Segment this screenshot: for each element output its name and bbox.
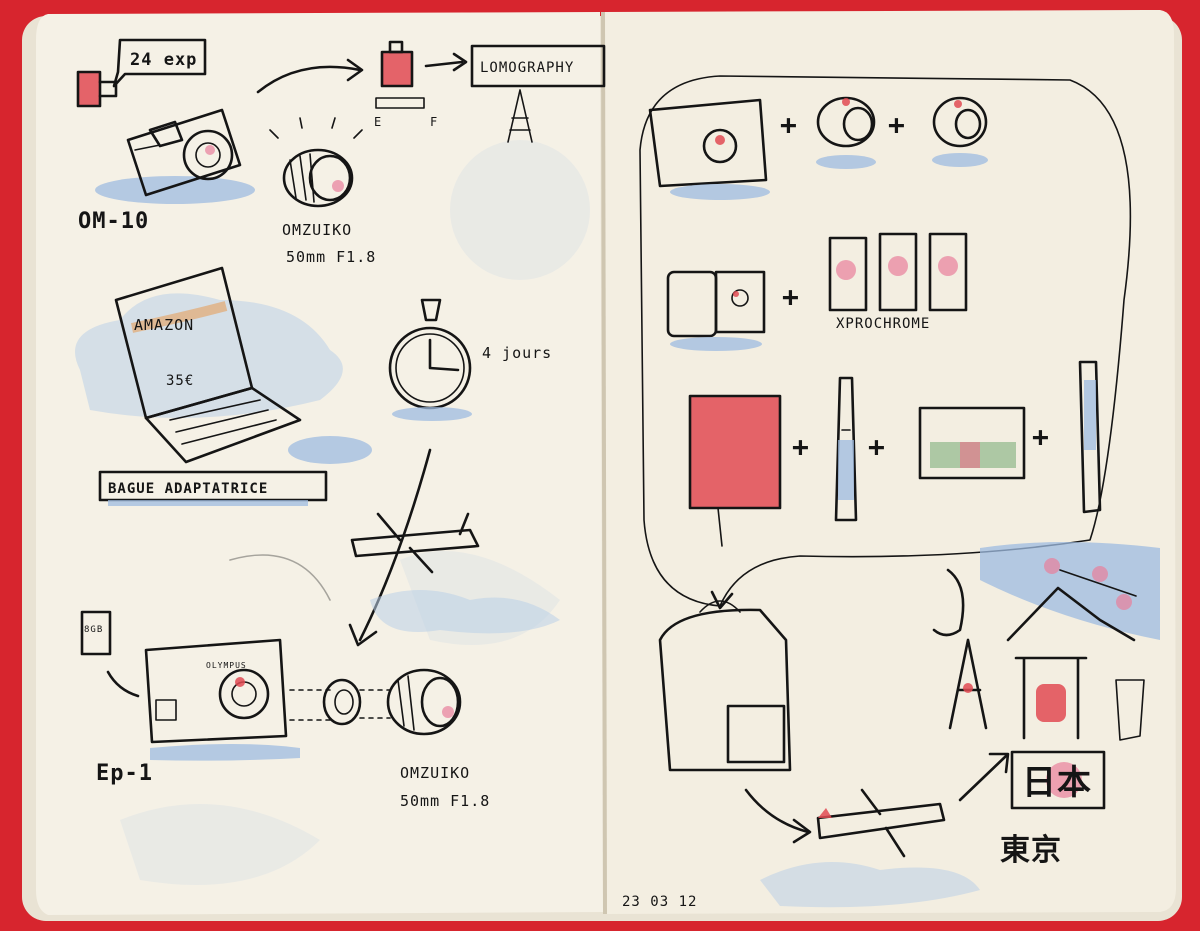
digital-camera-icon [144, 638, 288, 744]
film-canister-icon [76, 70, 118, 108]
plus-sign: + [1032, 420, 1050, 453]
page-gutter [601, 11, 607, 915]
pen-icon [1078, 360, 1102, 514]
tokyo-tower-icon [948, 638, 988, 730]
airplane-icon [350, 512, 480, 574]
adapter-ring-icon [322, 678, 362, 726]
japan-flag-sign [1010, 750, 1106, 810]
gauge-low: E [374, 115, 382, 129]
stopwatch-icon [388, 298, 472, 421]
lens2-name: OMZUIKO [400, 764, 470, 782]
lens-icon [816, 96, 876, 148]
brand-sign: LOMOGRAPHY [480, 60, 574, 76]
speech-bubble [112, 38, 207, 88]
plus-sign: + [888, 108, 906, 141]
gauge-high: F [430, 115, 438, 129]
adapter-label: BAGUE ADAPTATRICE [108, 481, 268, 497]
film-roll-icon [375, 40, 425, 109]
eiffel-tower-icon [507, 89, 533, 143]
sketch-date: 23 03 12 [622, 894, 697, 910]
lomography-sign [470, 44, 606, 88]
film-camera-icon [648, 98, 768, 188]
film-packs-icon [828, 232, 968, 312]
film-label: XPROCHROME [836, 316, 930, 332]
mount-fuji-icon [1006, 586, 1136, 642]
lens-icon [386, 668, 462, 736]
price-label: 35€ [166, 373, 194, 389]
film-box-icon [666, 270, 766, 338]
dashed-connector [289, 689, 331, 721]
film-note: 24 exp [130, 50, 197, 70]
plus-sign: + [868, 430, 886, 463]
temple-gate-icon [1014, 656, 1088, 740]
airplane-icon [816, 788, 946, 858]
japanese-sign-icon [1115, 679, 1145, 741]
sparkle-lines [269, 117, 363, 139]
backpack-icon [658, 600, 792, 772]
arrow [256, 65, 362, 94]
lens1-name: OMZUIKO [282, 221, 352, 239]
paint-box-icon [918, 406, 1026, 480]
outline-loop [639, 75, 1132, 607]
sd-card-label: 8GB [84, 625, 103, 635]
film-camera-icon [126, 108, 242, 197]
ferris-wheel-icon [932, 568, 965, 637]
arrow [744, 788, 810, 834]
lens2-spec: 50mm F1.8 [400, 792, 490, 810]
right-page [604, 10, 1176, 914]
plus-sign: + [792, 430, 810, 463]
camera1-name: OM-10 [78, 209, 149, 234]
camera2-brand: OLYMPUS [206, 661, 247, 670]
amazon-label: AMAZON [134, 316, 194, 334]
brush-icon [834, 376, 858, 522]
lens-icon [932, 96, 988, 148]
lens1-spec: 50mm F1.8 [286, 248, 376, 266]
notebook-icon [688, 394, 782, 547]
sd-card-icon [80, 610, 112, 656]
arrow [424, 60, 464, 68]
cherry-blossom-icon [1044, 558, 1137, 610]
plus-sign: + [782, 280, 800, 313]
laptop-icon [114, 266, 302, 464]
duration-label: 4 jours [482, 344, 552, 362]
camera2-name: Ep-1 [96, 761, 153, 786]
lens-icon [282, 148, 354, 208]
arrow [106, 670, 140, 698]
city-label: 東京 [1000, 833, 1062, 868]
arrow [958, 754, 1008, 802]
plus-sign: + [780, 108, 798, 141]
japan-sign-label: 日本 [1022, 763, 1092, 803]
